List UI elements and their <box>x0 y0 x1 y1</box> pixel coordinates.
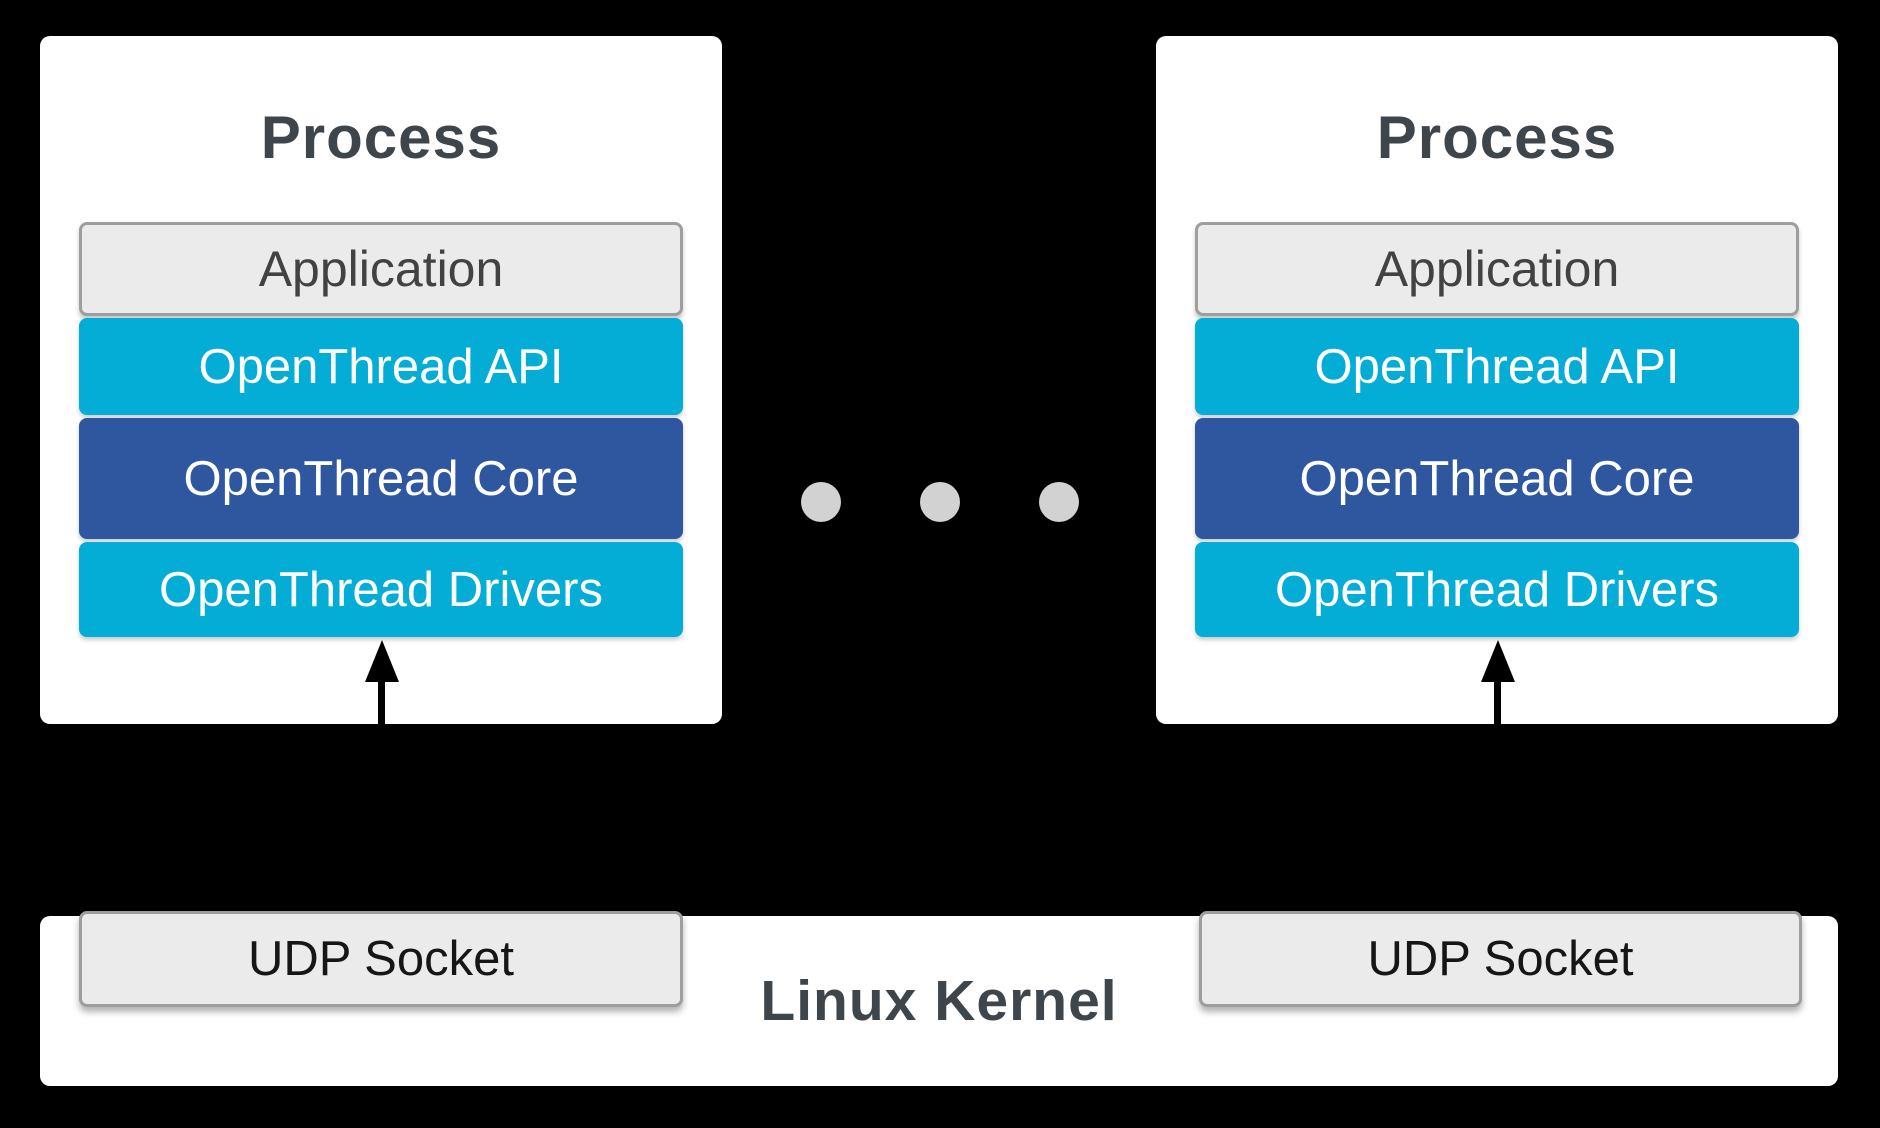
arrow-head <box>1481 640 1515 682</box>
ellipsis-dot <box>1039 482 1079 522</box>
ellipsis-dot <box>920 482 960 522</box>
ellipsis-dots <box>801 482 1079 522</box>
layer-application: Application <box>1195 222 1799 316</box>
process-title: Process <box>1376 104 1618 171</box>
layer-openthread-api: OpenThread API <box>1195 318 1799 415</box>
arrow-stem <box>378 680 385 724</box>
udp-socket-right: UDP Socket <box>1199 911 1802 1007</box>
process-box-right: Process Application OpenThread API OpenT… <box>1156 36 1838 724</box>
layer-openthread-api: OpenThread API <box>79 318 683 415</box>
layer-application: Application <box>79 222 683 316</box>
layer-openthread-core: OpenThread Core <box>79 418 683 539</box>
arrow-head <box>365 640 399 682</box>
process-box-left: Process Application OpenThread API OpenT… <box>40 36 722 724</box>
linux-kernel-label: Linux Kernel <box>760 969 1118 1033</box>
layer-openthread-drivers: OpenThread Drivers <box>79 542 683 637</box>
layer-openthread-drivers: OpenThread Drivers <box>1195 542 1799 637</box>
process-title: Process <box>260 104 502 171</box>
layer-openthread-core: OpenThread Core <box>1195 418 1799 539</box>
udp-socket-left: UDP Socket <box>79 911 683 1007</box>
ellipsis-dot <box>801 482 841 522</box>
arrow-stem <box>1494 680 1501 724</box>
